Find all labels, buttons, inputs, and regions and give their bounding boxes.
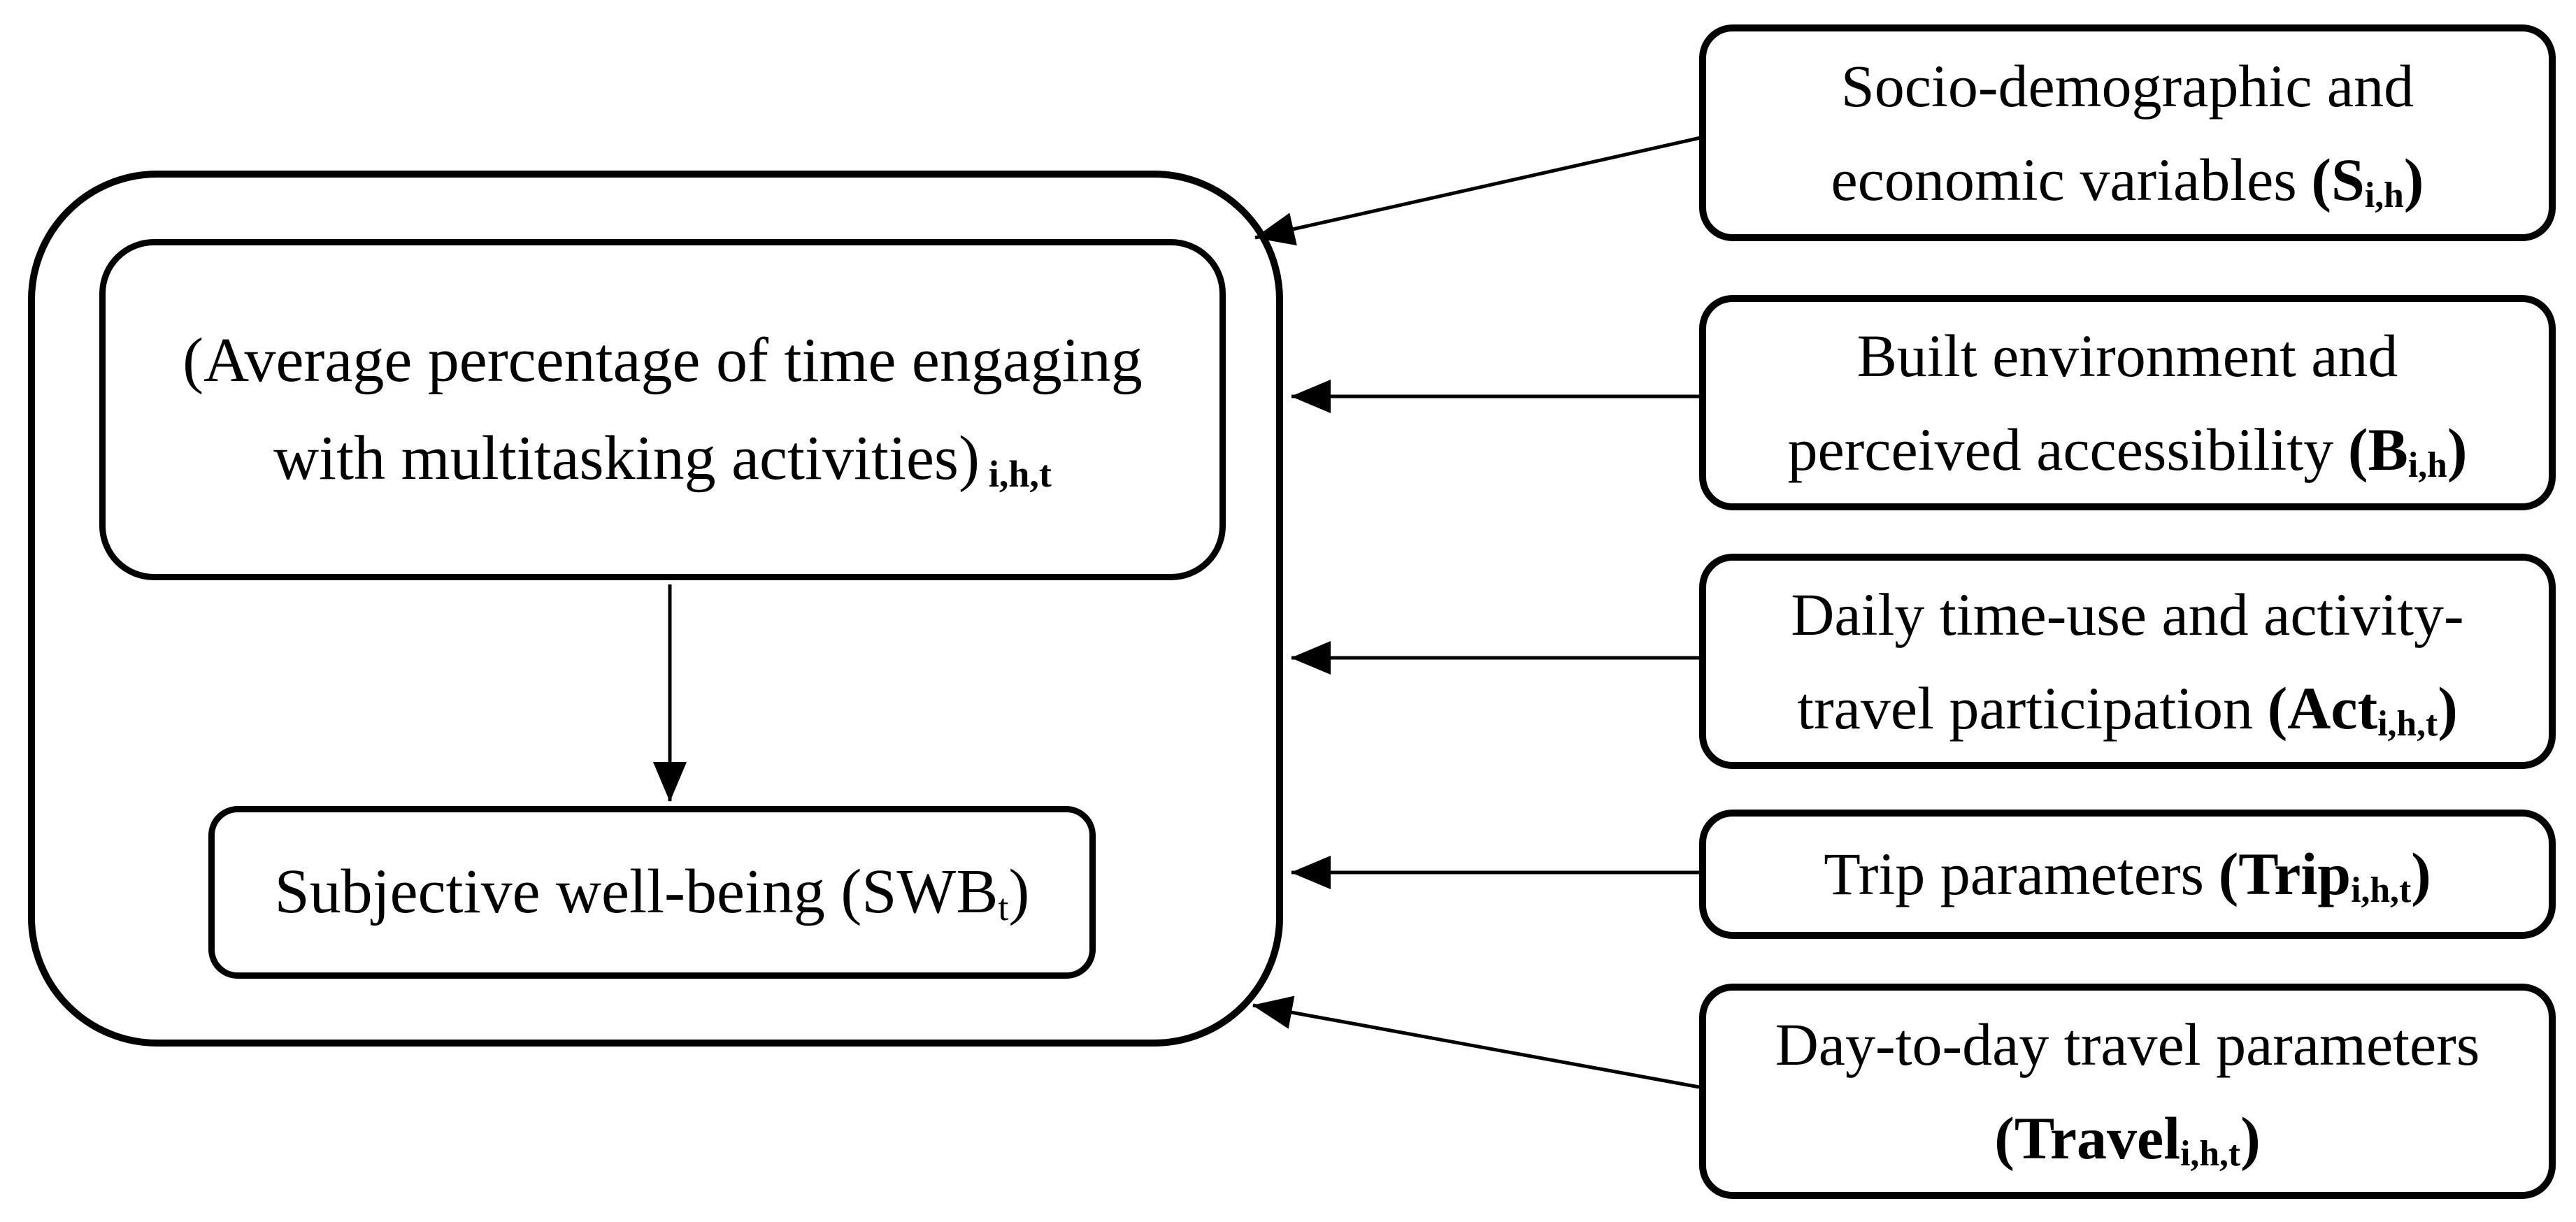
multitasking-line2: with multitasking activities)i,h,t: [273, 410, 1052, 508]
multitasking-box: (Average percentage of time engaging wit…: [99, 239, 1226, 580]
travel-var-close: ): [2240, 1105, 2261, 1172]
arrow-socio-to-model: [1254, 136, 1701, 246]
built-var-open: (B: [2347, 416, 2408, 483]
box-built-environment: Built environment and perceived accessib…: [1699, 295, 2556, 510]
box-day-to-day-travel: Day-to-day travel parameters (Traveli,h,…: [1699, 984, 2556, 1199]
arrow-travel-to-model: [1252, 995, 1700, 1089]
daily-line1: Daily time-use and activity-: [1791, 568, 2463, 661]
multitasking-line1-text: (Average percentage of time engaging: [183, 325, 1143, 395]
travel-line2: (Traveli,h,t): [1994, 1091, 2261, 1185]
socio-variable: (Si,h): [2311, 146, 2424, 216]
daily-var-subscript: i,h,t: [2377, 704, 2438, 745]
box-daily-time-use: Daily time-use and activity- travel part…: [1699, 554, 2556, 769]
built-line2: perceived accessibility(Bi,h): [1787, 403, 2467, 496]
socio-line2: economic variables(Si,h): [1831, 133, 2424, 227]
multitasking-line2-subscript: i,h,t: [988, 452, 1052, 495]
socio-var-subscript: i,h: [2364, 175, 2404, 216]
trip-var-open: (Trip: [2218, 840, 2352, 908]
multitasking-line1: (Average percentage of time engaging: [183, 312, 1143, 410]
daily-var-open: (Act: [2267, 675, 2378, 742]
daily-var-close: ): [2438, 675, 2458, 742]
built-line1-text: Built environment and: [1856, 322, 2398, 389]
multitasking-line2-text: with multitasking activities): [273, 424, 980, 493]
swb-close-paren: ): [1008, 857, 1030, 927]
swb-subscript: t: [998, 886, 1009, 929]
built-var-subscript: i,h: [2407, 445, 2447, 486]
built-variable: (Bi,h): [2347, 416, 2468, 486]
daily-line2: travel participation(Acti,h,t): [1797, 661, 2458, 755]
swb-box: Subjective well-being (SWBt): [208, 806, 1096, 979]
travel-var-subscript: i,h,t: [2180, 1134, 2241, 1174]
built-line1: Built environment and: [1857, 309, 2398, 403]
socio-var-open: (S: [2311, 146, 2365, 213]
travel-variable: (Traveli,h,t): [1994, 1105, 2261, 1174]
daily-variable: (Acti,h,t): [2267, 675, 2458, 745]
built-var-close: ): [2447, 416, 2468, 483]
daily-line1-text: Daily time-use and activity-: [1791, 580, 2464, 648]
socio-line2-text: economic variables: [1831, 146, 2297, 213]
socio-line1: Socio-demographic and: [1841, 39, 2414, 133]
socio-line1-text: Socio-demographic and: [1840, 52, 2414, 120]
travel-line1: Day-to-day travel parameters: [1775, 998, 2480, 1091]
travel-var-open: (Travel: [1994, 1105, 2181, 1172]
swb-line: Subjective well-being (SWBt): [275, 843, 1030, 941]
trip-var-subscript: i,h,t: [2351, 870, 2412, 910]
socio-var-close: ): [2403, 146, 2424, 213]
trip-line: Trip parameters(Tripi,h,t): [1824, 827, 2431, 921]
daily-line2-text: travel participation: [1797, 675, 2254, 742]
trip-var-close: ): [2411, 840, 2431, 908]
trip-text: Trip parameters: [1824, 840, 2204, 908]
swb-text: Subjective well-being (SWB: [274, 857, 999, 927]
built-line2-text: perceived accessibility: [1787, 416, 2334, 483]
trip-variable: (Tripi,h,t): [2218, 840, 2431, 910]
box-socio-demographic: Socio-demographic and economic variables…: [1699, 24, 2556, 241]
box-trip-parameters: Trip parameters(Tripi,h,t): [1699, 810, 2556, 939]
travel-line1-text: Day-to-day travel parameters: [1775, 1010, 2480, 1078]
